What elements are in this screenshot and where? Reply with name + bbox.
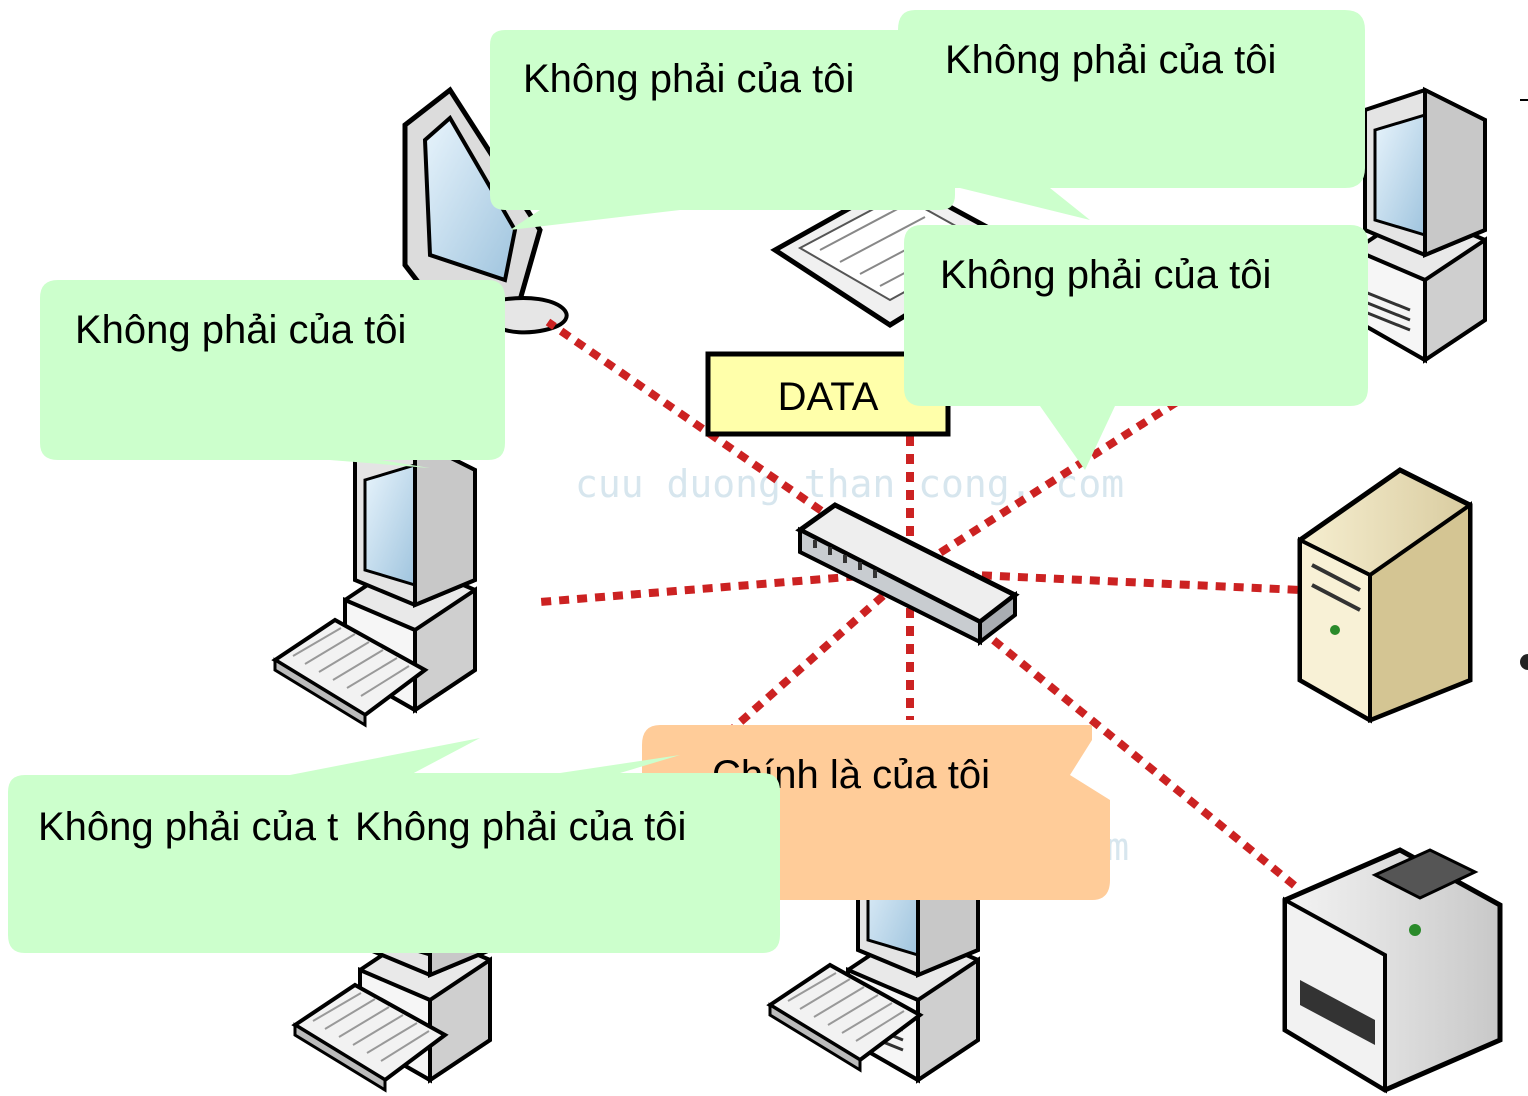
link-server [909,568,1301,594]
callout-top-left-text: Không phải của tôi [523,57,854,101]
callout-left: Không phải của tôi [40,280,505,468]
callout-bottom-left-a-text: Không phải của tôi [38,805,369,849]
callout-bottom-left-b: Không phải của tôi [340,755,780,953]
computer-left-icon [273,438,477,727]
network-hub-icon [795,502,1020,647]
link-bottom-left [717,569,913,743]
laptop-top-center-icon [770,177,1025,328]
link-printer [907,568,1303,894]
edge-mark-middle [1520,654,1528,670]
printer-icon [1282,847,1503,1094]
callout-bottom-left-b-text: Không phải của tôi [355,805,686,849]
callout-top-right: Không phải của tôi [898,10,1365,220]
watermark-text-upper: cuu duong than cong. com [575,462,1124,506]
data-packet-label: DATA [778,375,879,419]
callout-left-text: Không phải của tôi [75,308,406,352]
callout-upper-right-text: Không phải của tôi [940,253,1271,297]
callout-upper-right: Không phải của tôi [904,225,1368,470]
computer-top-right-icon [1353,88,1487,362]
server-tower-icon [1297,467,1473,724]
callout-top-left: Không phải của tôi [490,30,955,230]
monitor-top-left-icon [402,86,569,335]
callout-top-right-text: Không phải của tôi [945,38,1276,82]
